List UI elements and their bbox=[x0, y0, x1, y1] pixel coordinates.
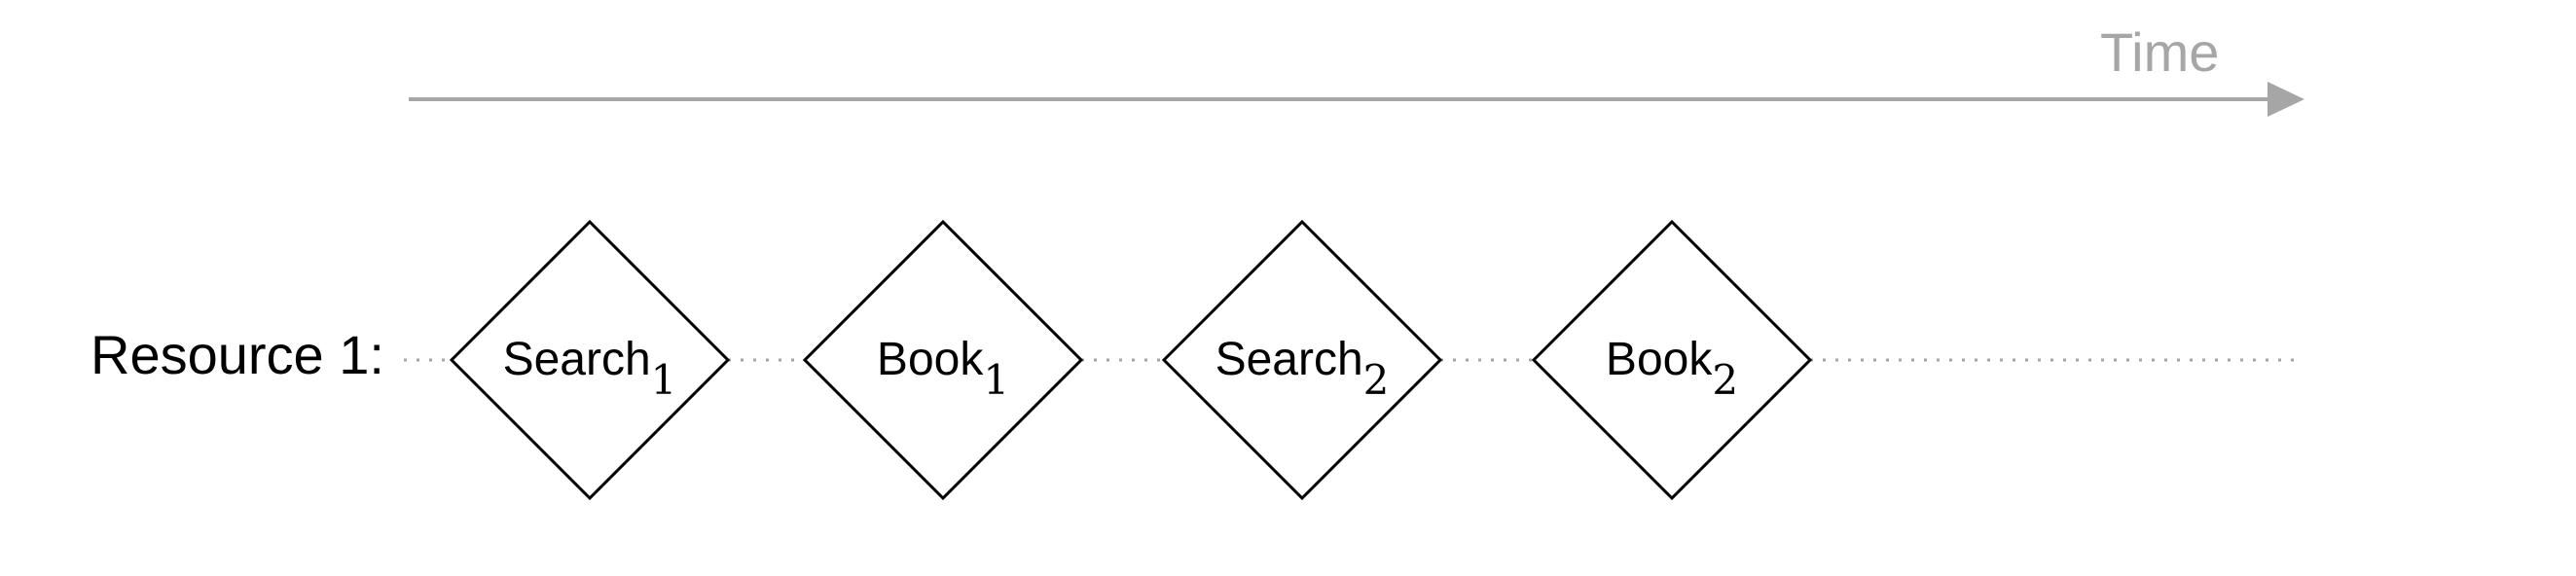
node-label: Search2 bbox=[1215, 334, 1390, 404]
time-axis-label: Time bbox=[2100, 21, 2219, 83]
diamond-shape bbox=[1161, 219, 1443, 501]
node-label: Book1 bbox=[877, 334, 1009, 404]
diamond-shape bbox=[1531, 219, 1813, 501]
node-book-1: Book1 bbox=[802, 219, 1084, 501]
resource-row-label: Resource 1: bbox=[91, 324, 384, 385]
diamond-shape bbox=[802, 219, 1084, 501]
node-search-2: Search2 bbox=[1161, 219, 1443, 501]
node-search-1: Search1 bbox=[449, 219, 731, 501]
node-label: Book2 bbox=[1606, 334, 1738, 404]
time-axis: Time bbox=[409, 21, 2304, 117]
diamond-shape bbox=[449, 219, 731, 501]
node-label: Search1 bbox=[503, 334, 677, 404]
node-book-2: Book2 bbox=[1531, 219, 1813, 501]
time-axis-arrowhead bbox=[2268, 82, 2304, 117]
